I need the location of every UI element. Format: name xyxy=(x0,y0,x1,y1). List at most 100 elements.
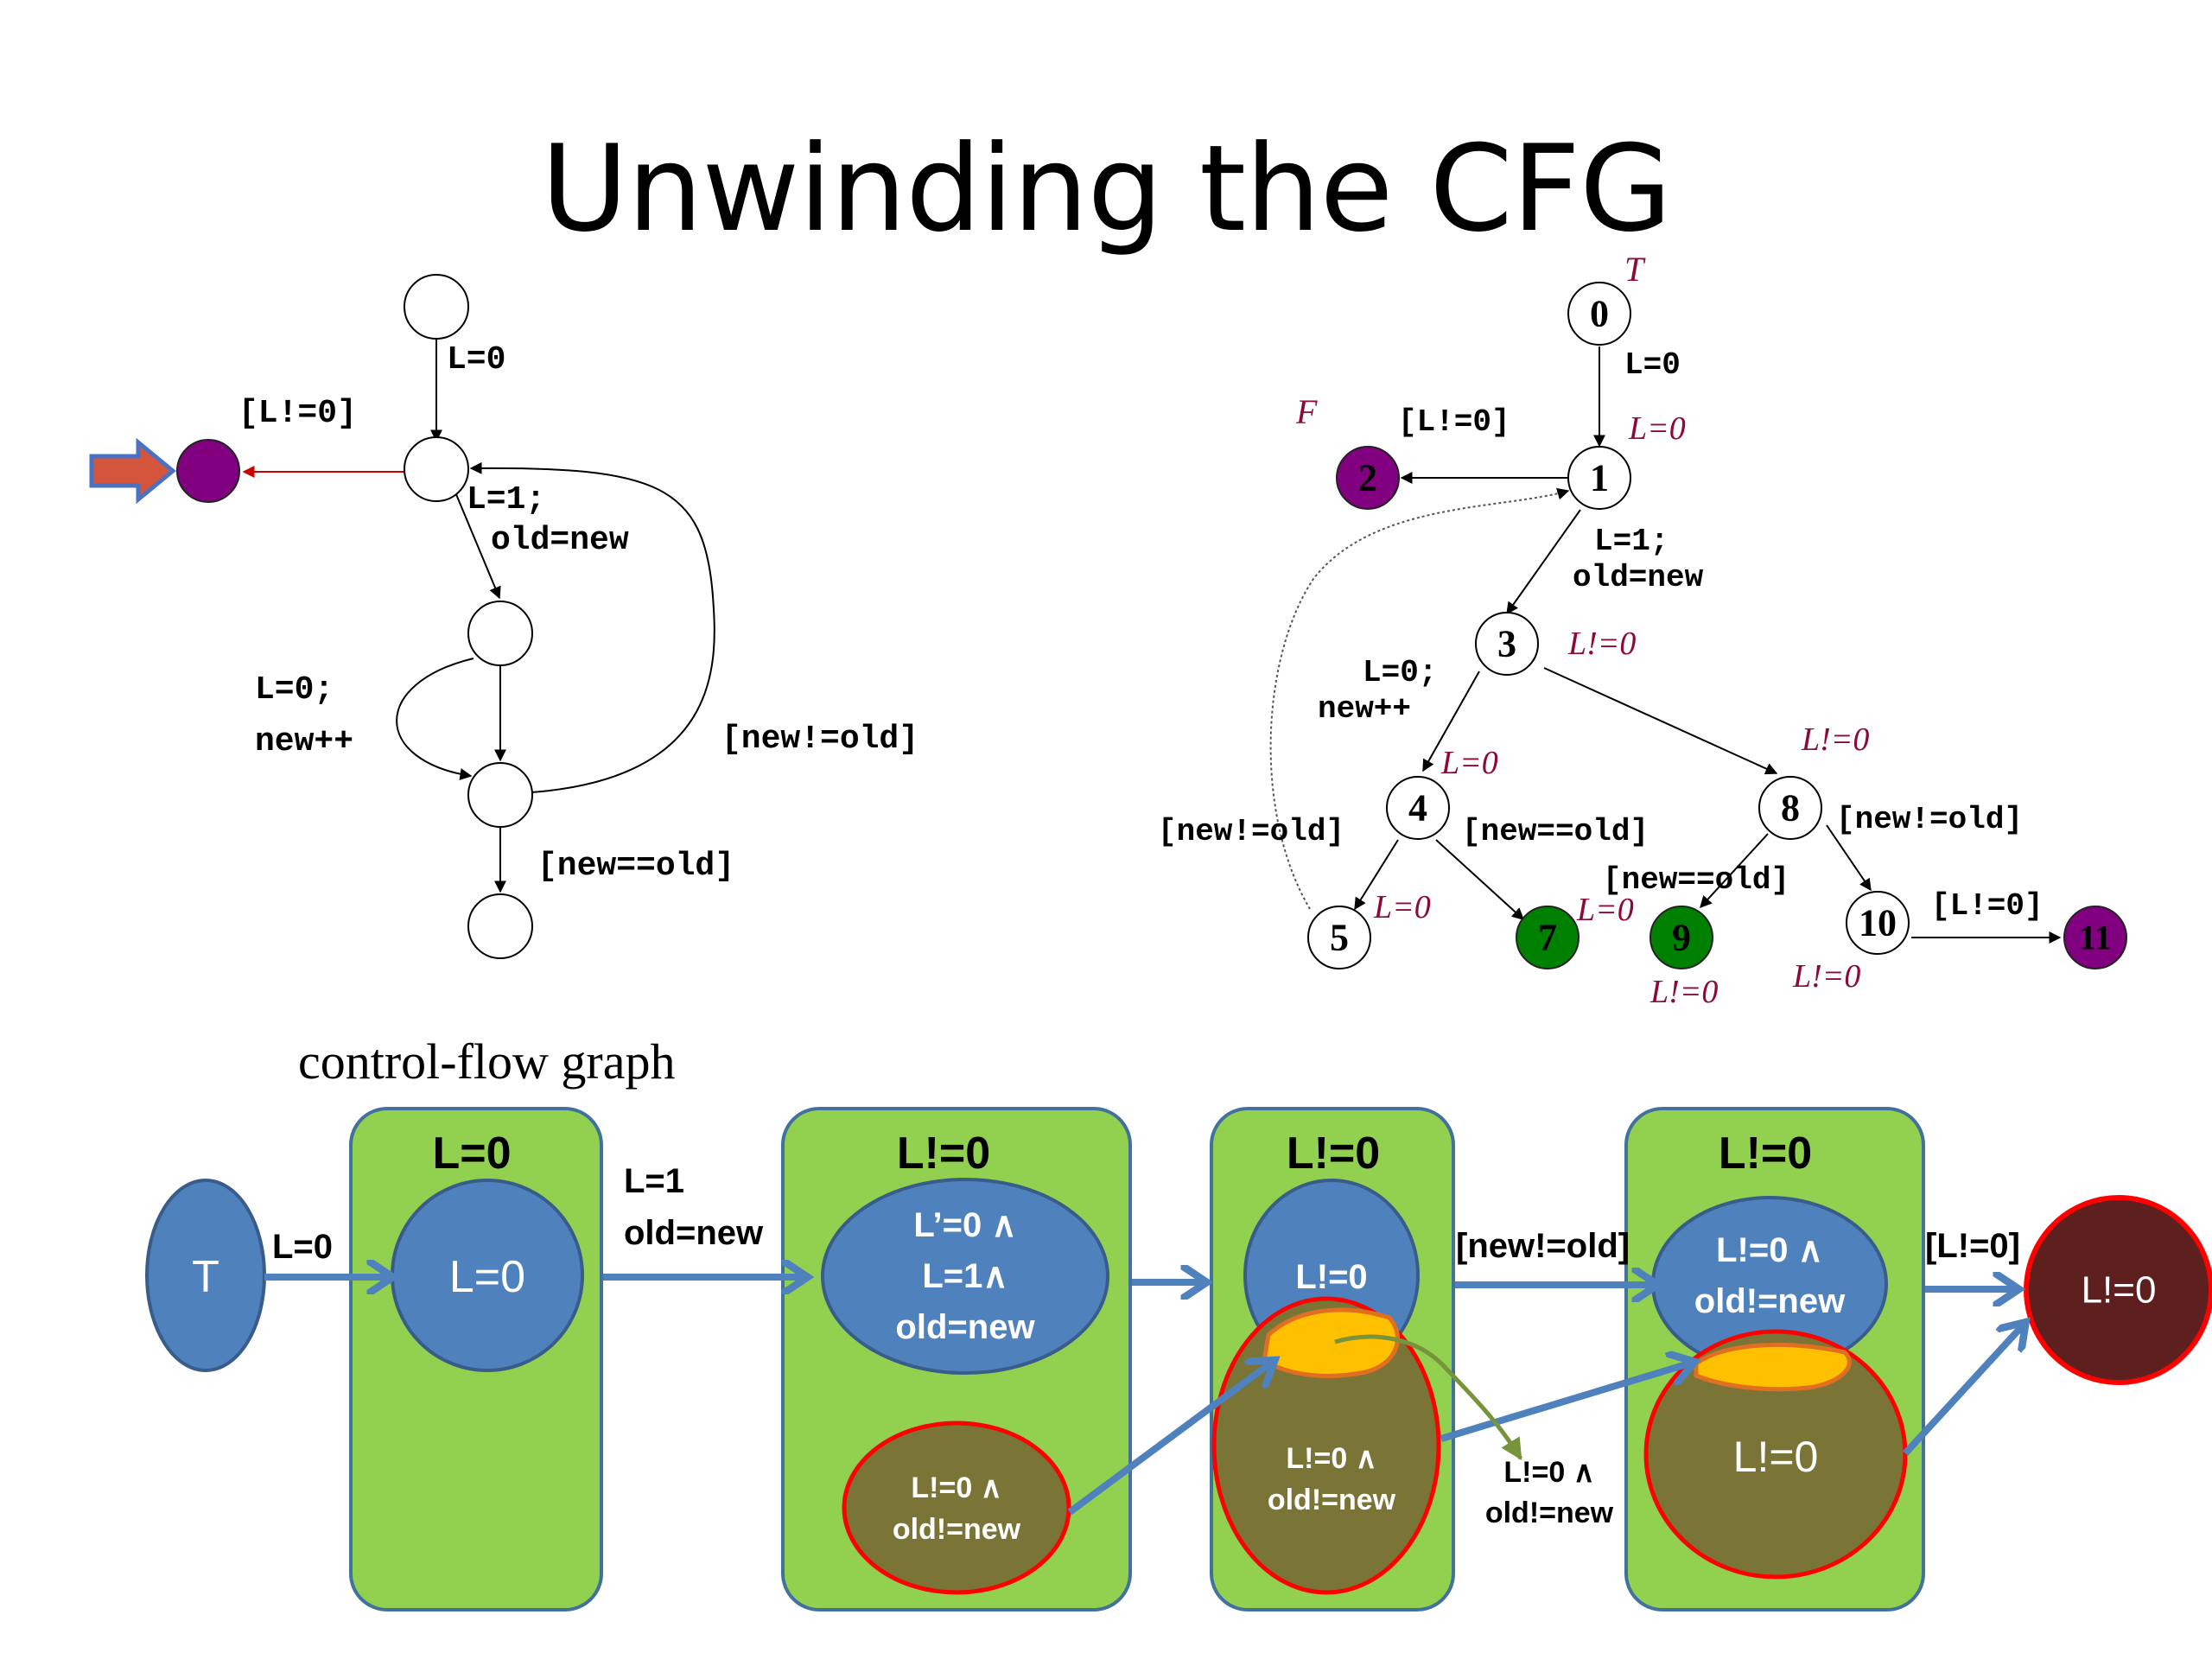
state-box-label: L!=0 xyxy=(1719,1128,1812,1179)
transition-label: [new!=old] xyxy=(1456,1227,1630,1265)
state-box-label: L=0 xyxy=(432,1128,511,1179)
cfg-node xyxy=(404,436,469,502)
region-label: L!=0 ∧ xyxy=(1716,1231,1823,1269)
error-node-label: L!=0 xyxy=(2082,1269,2157,1312)
tree-node xyxy=(1567,446,1631,510)
region-label: old!=new xyxy=(893,1513,1021,1546)
cfg-edge-back xyxy=(469,461,715,793)
tree-node xyxy=(1567,282,1631,346)
tree-annotation: L=0 xyxy=(1373,889,1431,925)
tree-edge-label: L=0 xyxy=(1624,347,1681,383)
tree-node-covered xyxy=(1649,906,1713,969)
region-label: L!=0 xyxy=(1295,1258,1367,1296)
tree-annotation: L!=0 xyxy=(1649,974,1718,1010)
side-text: old!=new xyxy=(1485,1497,1614,1529)
cfg-label: L=1; xyxy=(467,481,545,518)
tree-node xyxy=(1386,776,1450,840)
overlap-region xyxy=(1694,1342,1852,1392)
error-node xyxy=(2024,1195,2212,1385)
transition-label: L=0 xyxy=(272,1228,333,1266)
tree-edge xyxy=(1422,671,1480,772)
cfg-caption: control-flow graph xyxy=(298,1033,676,1090)
region-label: old!=new xyxy=(1694,1282,1846,1320)
transition-label: [L!=0] xyxy=(1925,1227,2020,1265)
tree-annotation: L=0 xyxy=(1440,745,1498,781)
overlap-region xyxy=(1262,1307,1400,1378)
tree-edge xyxy=(1826,824,1872,892)
region-label: L’=0 ∧ xyxy=(913,1206,1016,1244)
region-label: L!=0 xyxy=(1733,1433,1819,1481)
tree-edge-label: L=0; xyxy=(1363,655,1437,690)
region-label: L!=0 ∧ xyxy=(911,1471,1001,1504)
tree-annotation: L!=0 xyxy=(1792,958,1860,995)
tree-node-error xyxy=(1336,446,1400,510)
tree-annotation: L=0 xyxy=(1576,892,1634,928)
state-box-label: L!=0 xyxy=(1287,1128,1380,1179)
tree-node xyxy=(1307,906,1371,969)
cfg-node xyxy=(467,762,533,828)
cfg-label: L=0; xyxy=(255,671,334,709)
tree-node-label: 0 xyxy=(1590,293,1609,335)
region-ellipse-violating xyxy=(1643,1329,1908,1580)
region-label: L!=0 ∧ xyxy=(1286,1442,1376,1475)
region-ellipse xyxy=(821,1178,1109,1375)
tree-node-label: 1 xyxy=(1590,457,1609,499)
tree-annotation: T xyxy=(1624,250,1646,289)
tree-node-label: 3 xyxy=(1497,623,1516,665)
tree-edge-label: old=new xyxy=(1573,560,1704,595)
tree-node-label: 8 xyxy=(1781,787,1800,830)
tree-edge xyxy=(1543,667,1778,775)
tree-node-error xyxy=(2063,906,2127,969)
region-label: L=0 xyxy=(449,1252,525,1302)
cfg-edge xyxy=(453,487,501,600)
tree-edge xyxy=(1354,839,1399,911)
tree-edge xyxy=(1700,833,1769,909)
tree-node xyxy=(1846,891,1910,955)
tree-edge-label: [L!=0] xyxy=(1398,404,1510,440)
transition-arrow xyxy=(1067,1363,1270,1516)
tree-node-label: 9 xyxy=(1672,917,1691,959)
left-cfg: L=0 [L!=0] L=1; old=new L=0; new++ [new!… xyxy=(89,274,918,959)
cfg-label: [new==old] xyxy=(537,848,734,885)
cfg-label: old=new xyxy=(491,522,629,559)
tree-node-label: 11 xyxy=(2079,918,2112,957)
region-label: L=1∧ xyxy=(922,1257,1007,1295)
region-label: old=new xyxy=(895,1308,1035,1346)
tree-annotation: L!=0 xyxy=(1801,721,1869,758)
cfg-node xyxy=(467,893,533,959)
transition-arrow xyxy=(1440,1363,1689,1442)
tree-edge xyxy=(1435,839,1525,920)
tree-edge-label: L=1; xyxy=(1594,524,1669,559)
cfg-label: L=0 xyxy=(447,341,505,378)
tree-node-label: 2 xyxy=(1358,457,1377,499)
abstraction-row: L=0 L!=0 L!=0 L!=0 T L=0 L’=0 ∧ L=1∧ old… xyxy=(145,1107,2212,1611)
tree-node xyxy=(1758,776,1822,840)
cfg-label: new++ xyxy=(255,723,353,760)
tree-annotation: L=0 xyxy=(1628,410,1686,447)
tree-annotation: F xyxy=(1295,392,1318,431)
transition-label: L=1 xyxy=(624,1162,684,1200)
tree-edge xyxy=(1506,509,1581,615)
tree-edge-label: [new!=old] xyxy=(1836,802,2023,837)
tree-node-label: 5 xyxy=(1330,917,1349,959)
cfg-node xyxy=(467,601,533,666)
tree-node-label: 4 xyxy=(1408,787,1427,830)
tree-node-covered xyxy=(1516,906,1580,969)
tree-annotation: L!=0 xyxy=(1567,626,1636,662)
region-ellipse-violating xyxy=(842,1421,1071,1595)
tree-edge-label: [L!=0] xyxy=(1931,888,2044,924)
cfg-label: [L!=0] xyxy=(238,395,357,432)
cfg-error-node xyxy=(176,439,240,503)
transition-arrow xyxy=(1903,1326,2022,1456)
tree-node xyxy=(1475,612,1539,676)
transition-label: old=new xyxy=(624,1214,764,1252)
tree-node-label: 7 xyxy=(1538,917,1557,959)
tree-edge-label: [new==old] xyxy=(1603,862,1789,898)
cfg-label: [new!=old] xyxy=(721,721,918,758)
side-text: L!=0 ∧ xyxy=(1503,1456,1594,1489)
tree-edge-label: new++ xyxy=(1318,691,1411,727)
tree-edge-label: [new!=old] xyxy=(1158,814,1344,849)
tree-edge-label: [new==old] xyxy=(1462,814,1649,849)
